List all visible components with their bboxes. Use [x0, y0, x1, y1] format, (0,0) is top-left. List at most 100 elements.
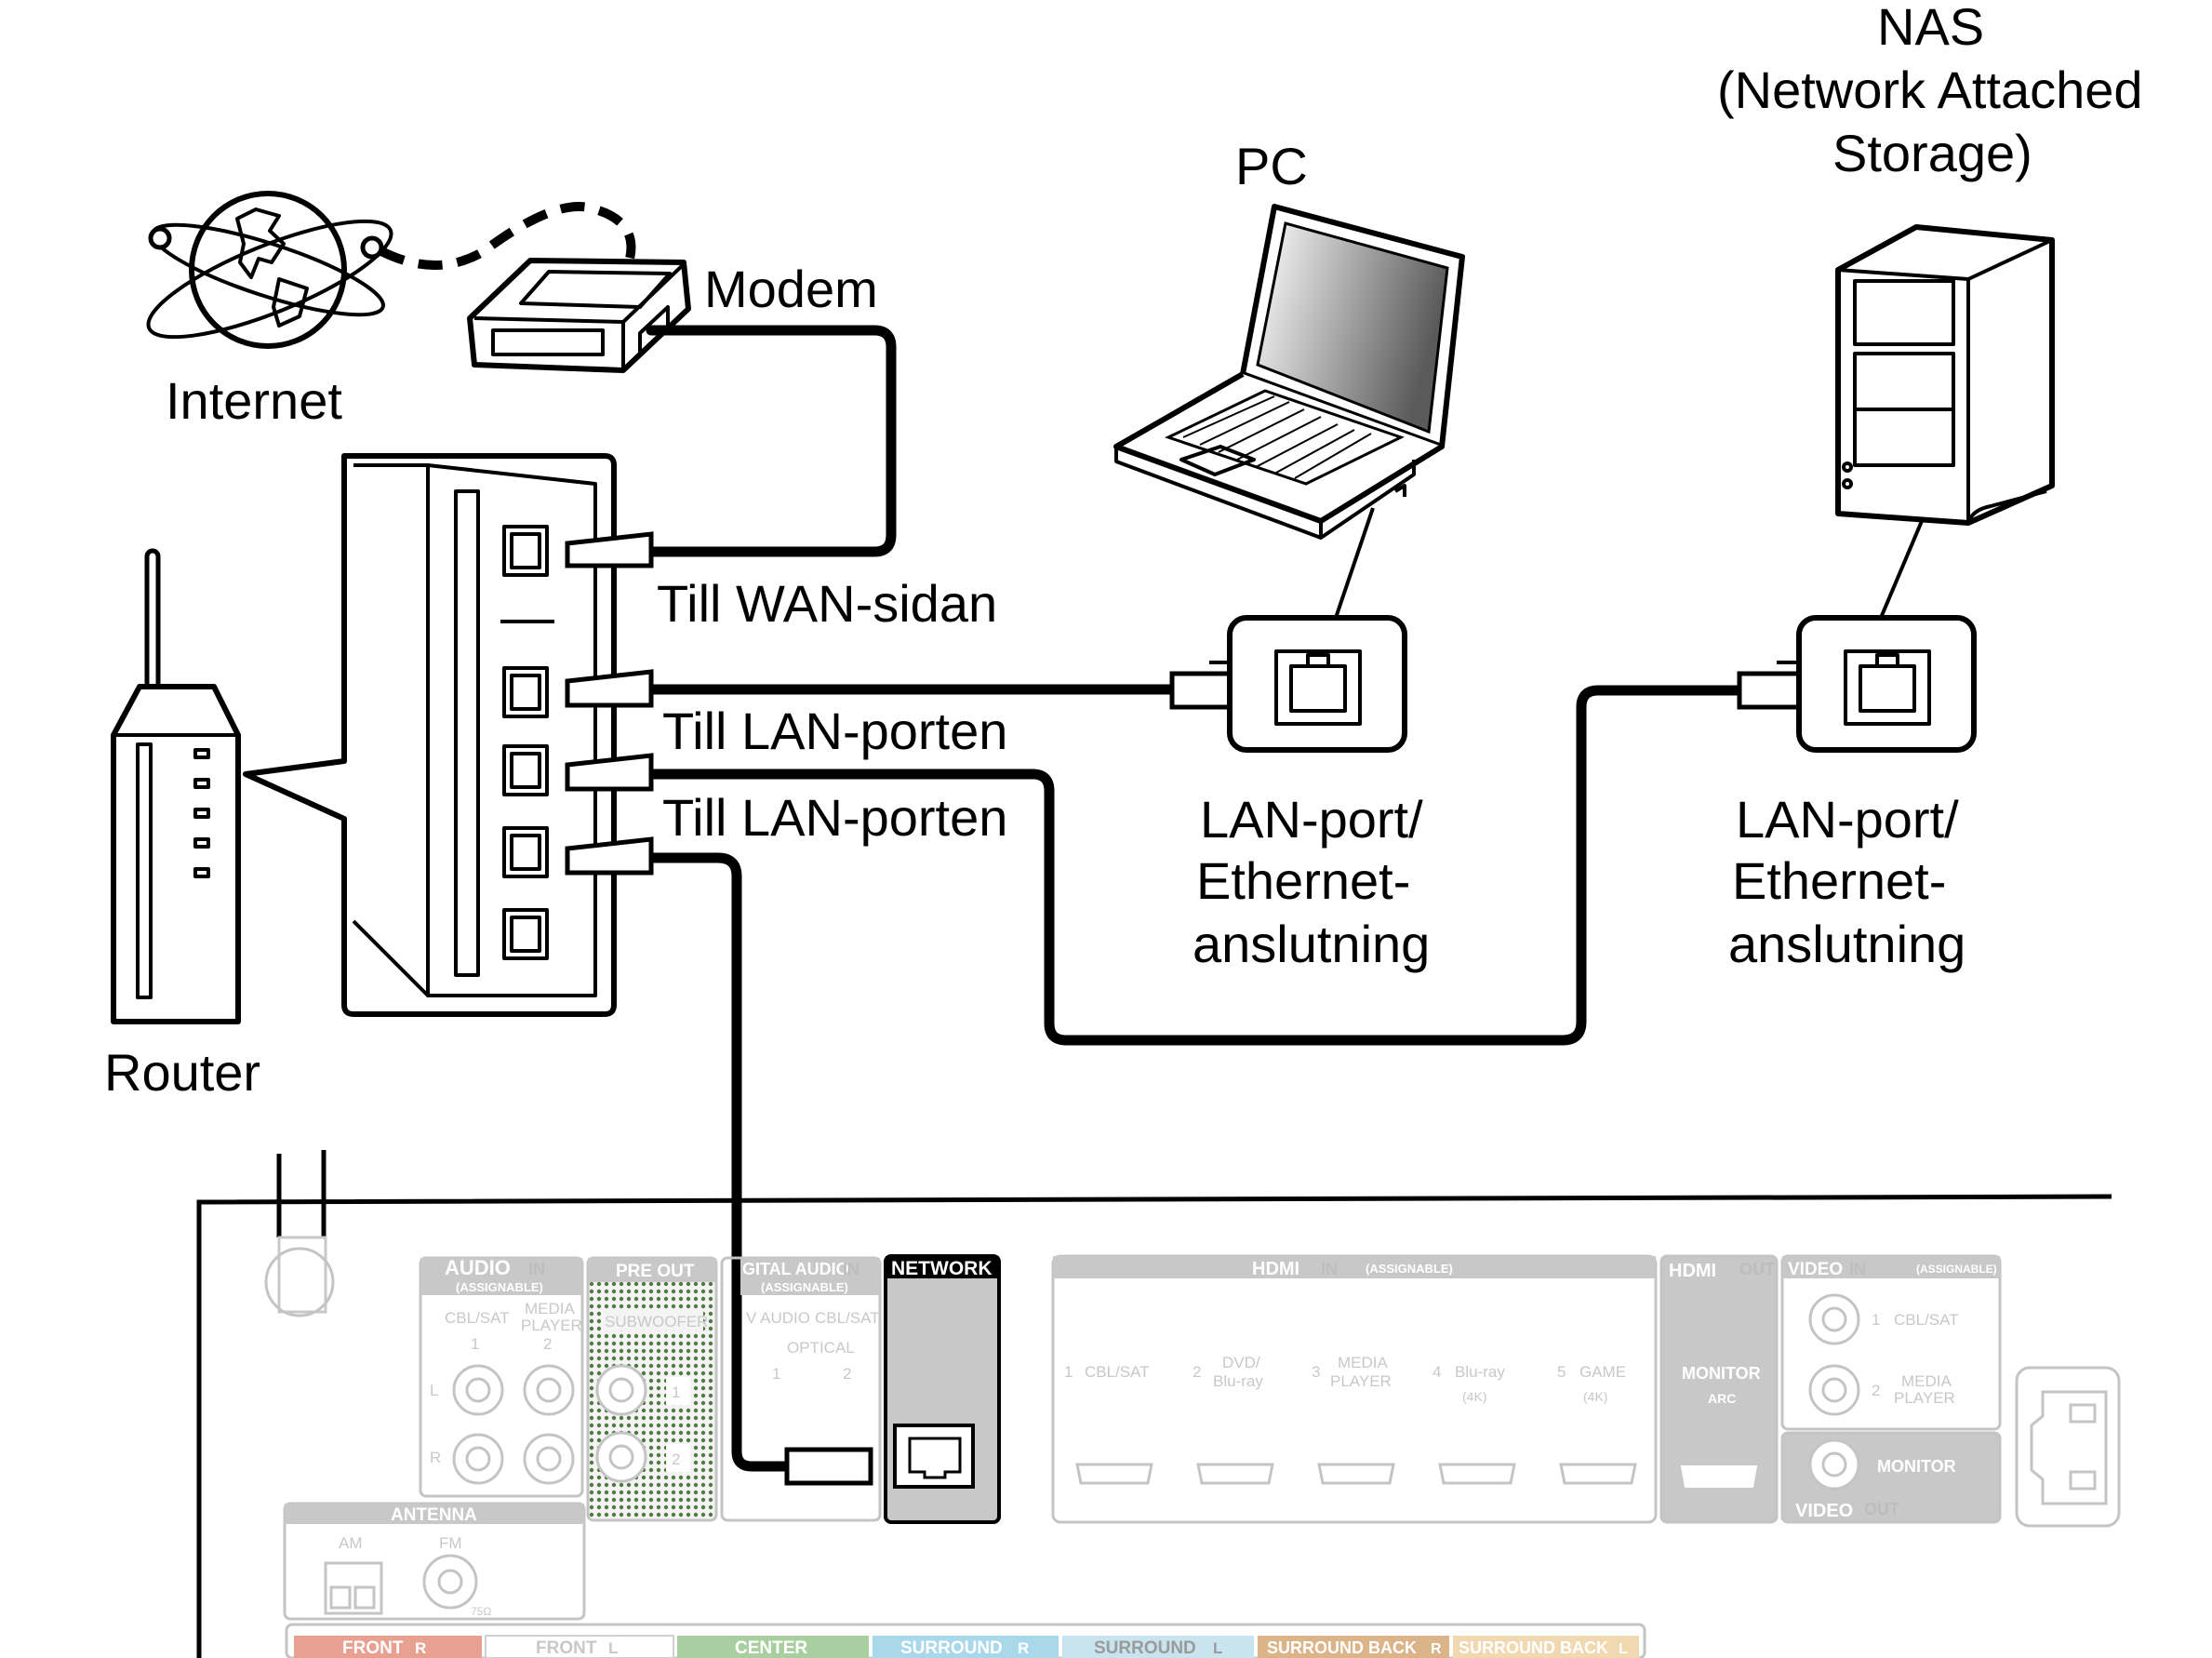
svg-text:HDMI: HDMI [1669, 1261, 1716, 1281]
speaker-surround-l: SURROUND L [1062, 1636, 1254, 1658]
router-lan-port-1[interactable] [502, 666, 549, 718]
svg-text:SURROUND: SURROUND [1094, 1638, 1196, 1658]
svg-text:Blu-ray: Blu-ray [1213, 1372, 1263, 1390]
digital-audio-in-tag: IN [843, 1260, 859, 1278]
svg-text:(4K): (4K) [1462, 1389, 1486, 1404]
video-in-1-cbl-sat[interactable]: 1 CBL/SAT [1808, 1293, 1959, 1345]
nas-port-label-line3: anslutning [1728, 915, 1965, 973]
nas-ethernet-port-icon[interactable] [1844, 649, 1931, 726]
digital-audio-cbl-sat: CBL/SAT [815, 1309, 880, 1327]
fm-antenna-jack[interactable] [422, 1554, 478, 1610]
svg-text:L: L [1619, 1641, 1628, 1657]
svg-text:OUT: OUT [1739, 1260, 1775, 1278]
svg-text:R: R [415, 1639, 426, 1657]
rca-jack-audio-1l[interactable] [452, 1364, 504, 1416]
antenna-fm: FM [439, 1534, 462, 1552]
audio-in-r: R [430, 1449, 441, 1466]
speaker-surround-r: SURROUND R [873, 1636, 1059, 1658]
audio-in-assignable: (ASSIGNABLE) [456, 1280, 543, 1294]
svg-text:2: 2 [1872, 1382, 1880, 1399]
rca-jack-audio-1r[interactable] [452, 1433, 504, 1485]
router-lan-port-4[interactable] [502, 908, 549, 960]
svg-text:(4K): (4K) [1583, 1389, 1607, 1404]
rca-jack-audio-2r[interactable] [523, 1433, 575, 1485]
laptop-icon [1113, 204, 1465, 540]
nas-icon [1835, 224, 2055, 526]
svg-text:4: 4 [1432, 1363, 1441, 1381]
audio-in-media-l2: PLAYER [521, 1317, 582, 1334]
hdmi-input-2[interactable]: 2 DVD/ Blu-ray [1193, 1354, 1274, 1485]
svg-text:2: 2 [1193, 1363, 1201, 1381]
router-lan-port-2[interactable] [502, 744, 549, 796]
pc-port-label-line2: Ethernet- [1196, 851, 1410, 910]
antenna-ohm: 75Ω [471, 1605, 491, 1618]
internet-label: Internet [166, 371, 342, 430]
pc-port-label-line3: anslutning [1193, 915, 1430, 973]
svg-text:MONITOR: MONITOR [1877, 1457, 1956, 1476]
speaker-surround-back-l: SURROUND BACK L [1453, 1636, 1639, 1658]
cable-modem-to-wan [646, 325, 897, 557]
router-label: Router [104, 1043, 260, 1102]
speaker-surround-back-r: SURROUND BACK R [1258, 1636, 1449, 1658]
svg-text:MEDIA: MEDIA [1338, 1354, 1389, 1371]
receiver-rear-panel: AUDIO IN (ASSIGNABLE) CBL/SAT MEDIA PLAY… [196, 1150, 2121, 1658]
svg-text:Blu-ray: Blu-ray [1455, 1363, 1505, 1381]
pc-port-label-line1: LAN-port/ [1200, 790, 1423, 849]
svg-text:PLAYER: PLAYER [1894, 1389, 1955, 1407]
rca-jack-subwoofer-1[interactable] [595, 1364, 647, 1416]
cable-lan-to-nas [646, 685, 1745, 1046]
to-lan-label-2: Till LAN-porten [662, 788, 1007, 847]
rca-jack-subwoofer-2[interactable] [595, 1431, 647, 1483]
internet-globe-icon [146, 191, 393, 349]
hdmi-input-1[interactable]: 1 CBL/SAT [1064, 1363, 1153, 1485]
rca-jack-audio-2l[interactable] [523, 1364, 575, 1416]
hdmi-input-4[interactable]: 4 Blu-ray (4K) [1432, 1363, 1516, 1485]
svg-text:1: 1 [1872, 1311, 1880, 1329]
svg-text:SURROUND BACK: SURROUND BACK [1459, 1638, 1608, 1657]
video-out-monitor[interactable]: MONITOR VIDEO OUT [1780, 1431, 2002, 1524]
nas-port-label-line2: Ethernet- [1732, 851, 1946, 910]
svg-text:GAME: GAME [1579, 1363, 1626, 1381]
svg-text:3: 3 [1312, 1363, 1320, 1381]
svg-text:L: L [608, 1639, 618, 1657]
video-in-tag: IN [1849, 1260, 1866, 1278]
svg-text:CENTER: CENTER [735, 1638, 807, 1658]
nas-callout-pointer [1879, 520, 1924, 620]
video-in-header: VIDEO [1788, 1260, 1843, 1279]
network-port-group[interactable]: NETWORK [884, 1254, 1001, 1524]
svg-text:R: R [1018, 1639, 1029, 1657]
pre-out-header: PRE OUT [616, 1262, 695, 1281]
am-antenna-terminal[interactable] [324, 1561, 383, 1615]
audio-in-l: L [430, 1382, 438, 1399]
nas-full-name-line2: Storage) [1832, 124, 2032, 182]
speaker-front-r: FRONT R [294, 1636, 482, 1658]
hdmi-input-3[interactable]: 3 MEDIA PLAYER [1312, 1354, 1395, 1485]
pre-out-subwoofer: SUBWOOFER [605, 1313, 708, 1330]
video-in-assignable: (ASSIGNABLE) [1916, 1263, 1997, 1276]
hdmi-in-assignable: (ASSIGNABLE) [1366, 1262, 1453, 1276]
svg-text:FRONT: FRONT [342, 1638, 404, 1658]
digital-audio-header: GITAL AUDIO [742, 1260, 849, 1278]
hdmi-in-tag: IN [1321, 1260, 1338, 1278]
digital-audio-1: 1 [772, 1365, 780, 1383]
video-in-2-media-player[interactable]: 2 MEDIA PLAYER [1808, 1364, 1955, 1416]
svg-text:VIDEO: VIDEO [1795, 1501, 1853, 1521]
audio-in-tag: IN [528, 1260, 545, 1278]
router-lan-port-3[interactable] [502, 826, 549, 878]
pc-lan-port-callout [1227, 615, 1407, 753]
subwoofer-1-num: 1 [672, 1384, 680, 1401]
nas-lan-port-callout [1796, 615, 1977, 753]
router-wan-port[interactable] [502, 525, 549, 577]
pc-ethernet-port-icon[interactable] [1274, 649, 1362, 726]
svg-text:MEDIA: MEDIA [1901, 1372, 1952, 1390]
digital-audio-optical: OPTICAL [787, 1339, 855, 1357]
svg-text:DVD/: DVD/ [1222, 1354, 1260, 1371]
antenna-am: AM [339, 1534, 363, 1552]
router-port-callout [243, 453, 617, 1017]
hdmi-output-monitor[interactable]: HDMI OUT MONITOR ARC [1659, 1254, 1779, 1524]
cable-lan-to-receiver [646, 852, 796, 1472]
hdmi-input-5[interactable]: 5 GAME (4K) [1557, 1363, 1637, 1485]
digital-audio-tv: V AUDIO [746, 1309, 810, 1327]
audio-in-cbl-sat: CBL/SAT [445, 1309, 510, 1327]
